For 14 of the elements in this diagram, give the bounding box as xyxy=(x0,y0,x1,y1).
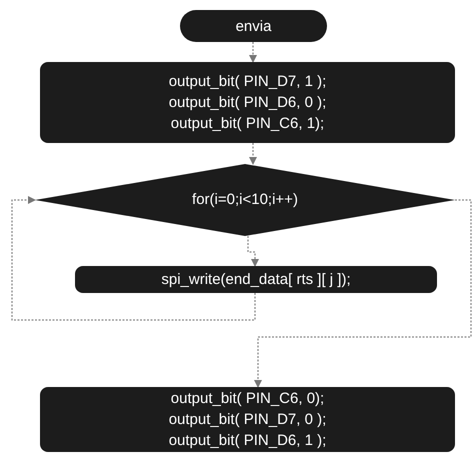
code-text: envia xyxy=(236,16,272,36)
code-text: output_bit( PIN_C6, 0); output_bit( PIN_D7, 0 ); output_bit( PIN_D6, 1 ); xyxy=(168,389,328,451)
arrow xyxy=(248,236,259,267)
process-box xyxy=(75,266,437,293)
process-box xyxy=(40,387,455,452)
condition-text: for(i=0;i<10;i++) xyxy=(192,190,298,210)
terminal-box xyxy=(180,10,327,42)
process-box xyxy=(40,62,455,143)
arrow xyxy=(249,42,257,63)
code-text: spi_write(end_data[ rts ][ j ]); xyxy=(161,270,351,290)
code-text: output_bit( PIN_D7, 1 ); output_bit( PIN_D6, 0 ); output_bit( PIN_C6, 1); xyxy=(168,72,328,134)
arrow xyxy=(12,196,256,320)
arrow xyxy=(249,142,257,165)
arrow xyxy=(254,200,472,388)
